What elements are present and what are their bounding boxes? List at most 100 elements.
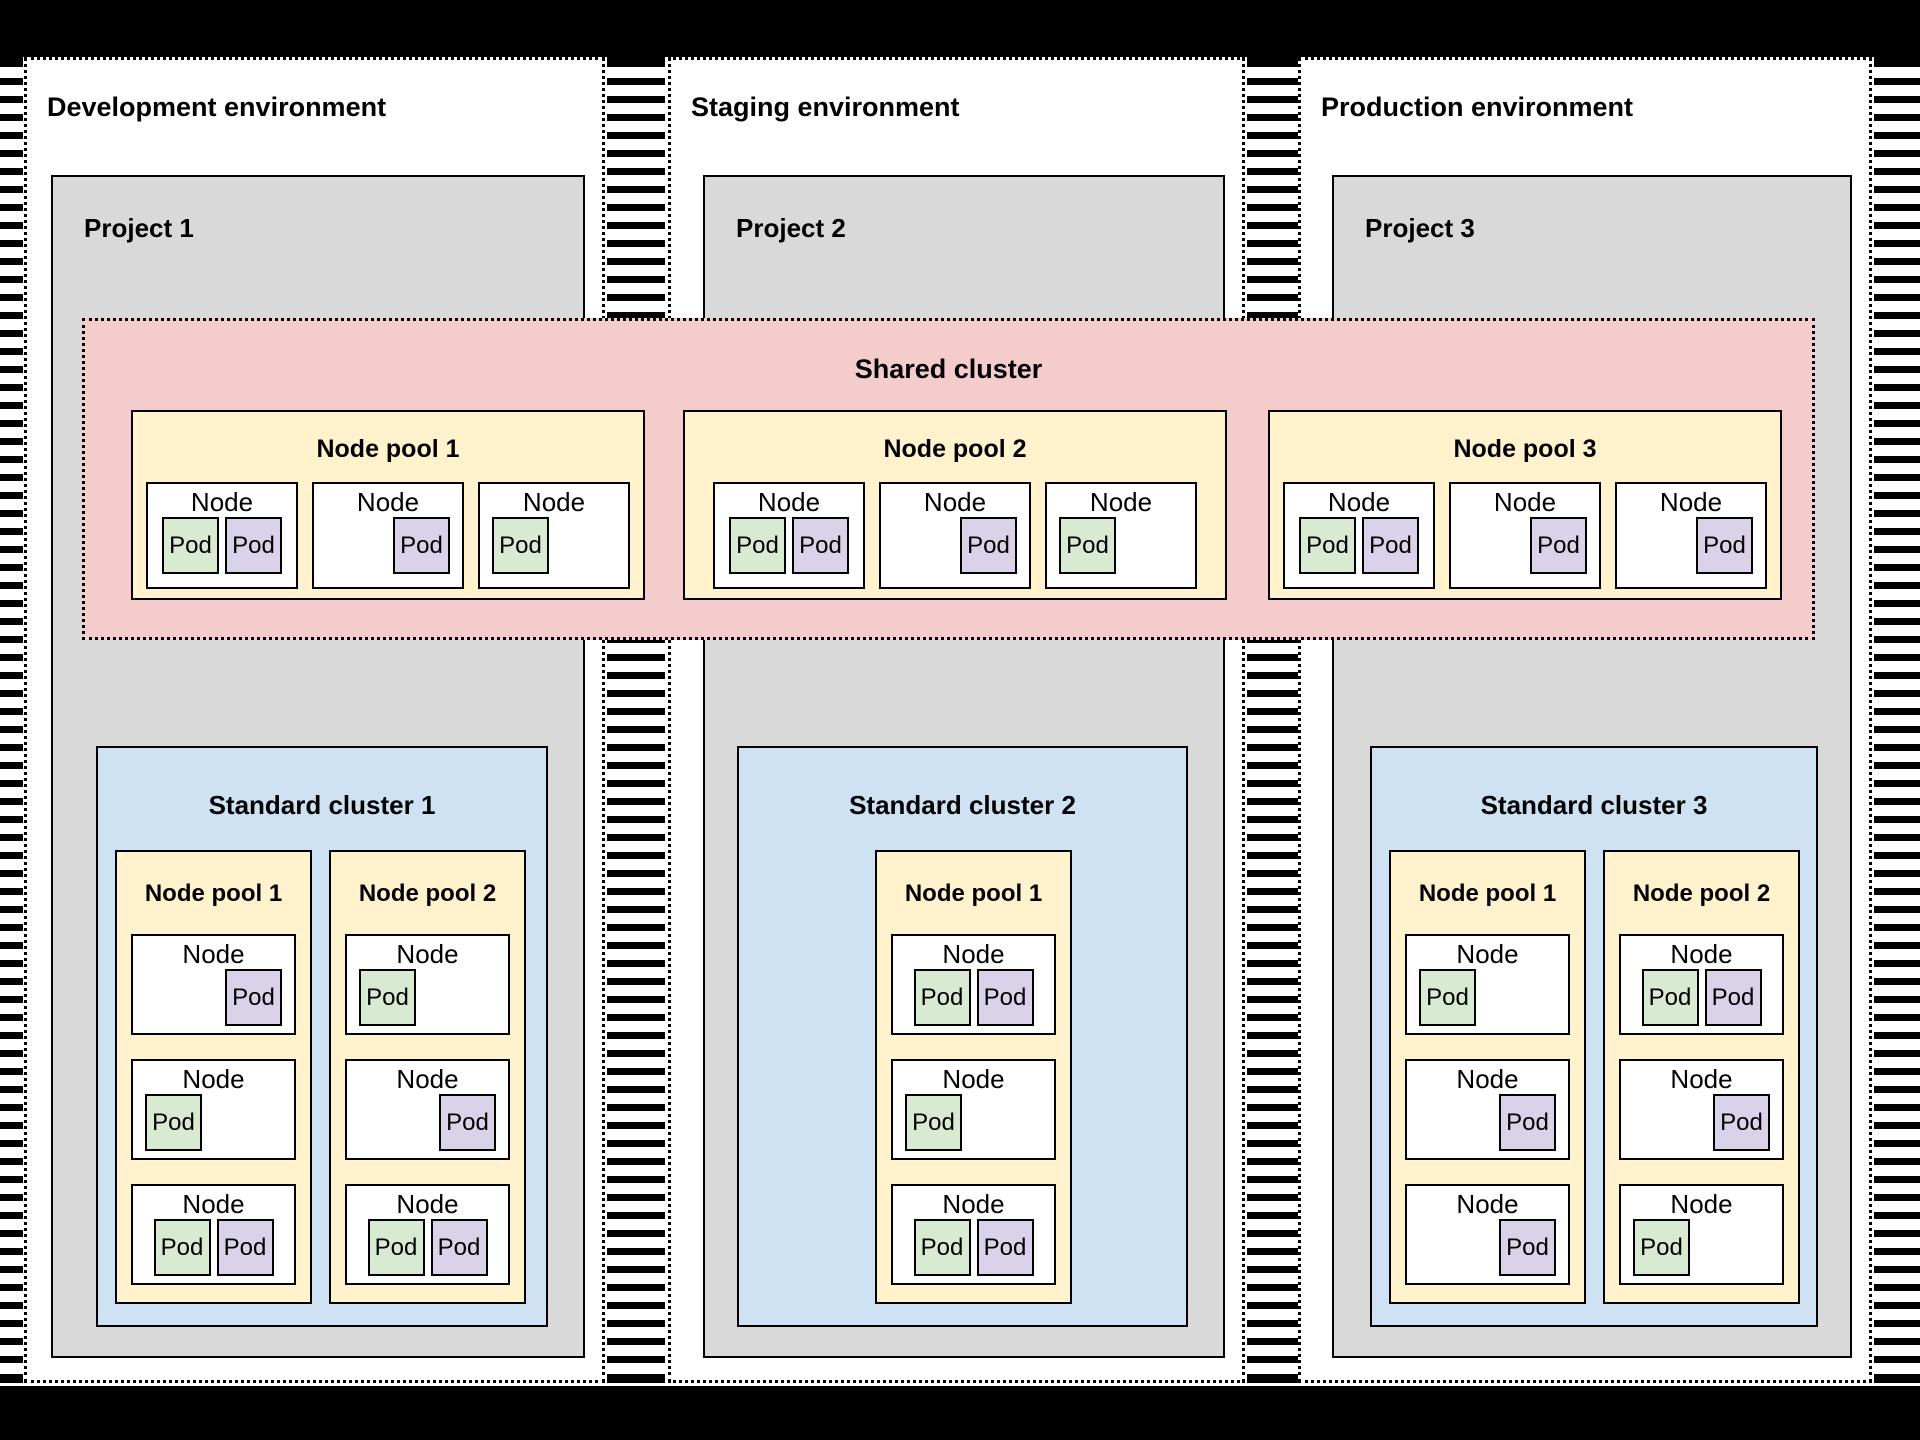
project-label: Project 3 <box>1365 213 1475 243</box>
shared-node-pool-3: Node pool 3 Node Pod Pod Node Pod Node P… <box>1268 410 1782 600</box>
node: Node Pod Pod <box>131 1184 296 1285</box>
pod: Pod <box>439 1094 496 1151</box>
node: Node Pod <box>345 934 510 1035</box>
pods: Pod <box>1621 1094 1782 1158</box>
node-column: Node Pod Pod Node Pod Node Pod <box>1605 934 1798 1285</box>
node-label: Node <box>1670 1189 1733 1219</box>
node-label: Node <box>396 1189 459 1219</box>
pod: Pod <box>393 517 450 574</box>
pod: Pod <box>1633 1219 1690 1276</box>
node: Node Pod <box>1405 1184 1570 1285</box>
node-pool-title: Node pool 1 <box>144 880 283 907</box>
node-label: Node <box>1659 487 1723 517</box>
pods: Pod <box>1407 969 1568 1033</box>
pod: Pod <box>1641 969 1699 1026</box>
pod: Pod <box>729 517 786 574</box>
node-pool: Node pool 1 Node Pod Node Pod Node Pod <box>1389 850 1586 1304</box>
standard-cluster-title: Standard cluster 2 <box>849 790 1076 820</box>
hatch-bar-left <box>0 57 23 1383</box>
node: Node Pod Pod <box>1619 934 1784 1035</box>
node: Node Pod <box>891 1059 1056 1160</box>
pod: Pod <box>153 1219 211 1276</box>
node: Node Pod Pod <box>713 482 865 589</box>
standard-cluster-1: Standard cluster 1 Node pool 1 Node Pod … <box>96 746 548 1327</box>
pod: Pod <box>1362 517 1419 574</box>
node-pool: Node pool 2 Node Pod Pod Node Pod Node P… <box>1603 850 1800 1304</box>
pods: Pod <box>1047 517 1195 587</box>
node-pool-title: Node pool 1 <box>1418 880 1557 907</box>
pods: Pod <box>1617 517 1765 587</box>
pods: Pod Pod <box>133 1219 294 1283</box>
node-label: Node <box>1456 1189 1519 1219</box>
pods: Pod <box>893 1094 1054 1158</box>
node-pool: Node pool 1 Node Pod Pod Node Pod Node P… <box>875 850 1072 1304</box>
node: Node Pod <box>1615 482 1767 589</box>
node-label: Node <box>942 1064 1005 1094</box>
hatch-bar-dev-staging <box>607 57 665 1383</box>
frame-top-bar <box>0 0 1920 57</box>
node-pool: Node pool 2 Node Pod Node Pod Node Pod P… <box>329 850 526 1304</box>
shared-node-pool-2: Node pool 2 Node Pod Pod Node Pod Node P… <box>683 410 1227 600</box>
pods: Pod Pod <box>148 517 296 587</box>
node-pool-title: Node pool 2 <box>883 435 1027 463</box>
node: Node Pod <box>131 934 296 1035</box>
pods: Pod Pod <box>893 969 1054 1033</box>
node-label: Node <box>942 1189 1005 1219</box>
pod: Pod <box>1713 1094 1770 1151</box>
pods: Pod <box>881 517 1029 587</box>
pod: Pod <box>905 1094 962 1151</box>
node-label: Node <box>1456 1064 1519 1094</box>
standard-cluster-title: Standard cluster 1 <box>208 790 436 820</box>
node-label: Node <box>396 939 459 969</box>
node-column: Node Pod Pod Node Pod Node Pod Pod <box>877 934 1070 1285</box>
standard-cluster-title: Standard cluster 3 <box>1480 790 1708 820</box>
hatch-bar-staging-production <box>1247 57 1298 1383</box>
pod: Pod <box>162 517 219 574</box>
pod: Pod <box>1499 1219 1556 1276</box>
pods: Pod <box>347 969 508 1033</box>
pod: Pod <box>1704 969 1762 1026</box>
pod: Pod <box>792 517 849 574</box>
node-label: Node <box>182 939 245 969</box>
pods: Pod <box>133 1094 294 1158</box>
pod: Pod <box>913 1219 971 1276</box>
pods: Pod <box>480 517 628 587</box>
environment-staging: Staging environment <box>668 57 1245 1383</box>
pods: Pod Pod <box>715 517 863 587</box>
node: Node Pod Pod <box>146 482 298 589</box>
node: Node Pod <box>879 482 1031 589</box>
pod: Pod <box>1299 517 1356 574</box>
pod: Pod <box>1059 517 1116 574</box>
node-row: Node Pod Pod Node Pod Node Pod <box>685 482 1225 589</box>
shared-cluster-title: Shared cluster <box>854 354 1043 384</box>
pod: Pod <box>1696 517 1753 574</box>
node-column: Node Pod Node Pod Node Pod Pod <box>331 934 524 1285</box>
node-column: Node Pod Node Pod Node Pod Pod <box>117 934 310 1285</box>
hatch-bar-right <box>1874 57 1920 1383</box>
pod: Pod <box>359 969 416 1026</box>
node: Node Pod <box>1405 1059 1570 1160</box>
node-label: Node <box>1456 939 1519 969</box>
standard-cluster-2: Standard cluster 2 Node pool 1 Node Pod … <box>737 746 1188 1327</box>
node-label: Node <box>356 487 420 517</box>
pod: Pod <box>492 517 549 574</box>
pod: Pod <box>1499 1094 1556 1151</box>
node: Node Pod <box>1619 1184 1784 1285</box>
node-label: Node <box>1089 487 1153 517</box>
node-row: Node Pod Pod Node Pod Node Pod <box>1270 482 1780 589</box>
pod: Pod <box>1530 517 1587 574</box>
pod: Pod <box>1419 969 1476 1026</box>
node-label: Node <box>396 1064 459 1094</box>
pod: Pod <box>976 1219 1034 1276</box>
pod: Pod <box>960 517 1017 574</box>
node-label: Node <box>942 939 1005 969</box>
pods: Pod <box>314 517 462 587</box>
pods: Pod <box>1451 517 1599 587</box>
pod: Pod <box>216 1219 274 1276</box>
node: Node Pod <box>478 482 630 589</box>
node: Node Pod Pod <box>891 1184 1056 1285</box>
pod: Pod <box>913 969 971 1026</box>
node: Node Pod <box>1619 1059 1784 1160</box>
node: Node Pod <box>1405 934 1570 1035</box>
node: Node Pod <box>1449 482 1601 589</box>
